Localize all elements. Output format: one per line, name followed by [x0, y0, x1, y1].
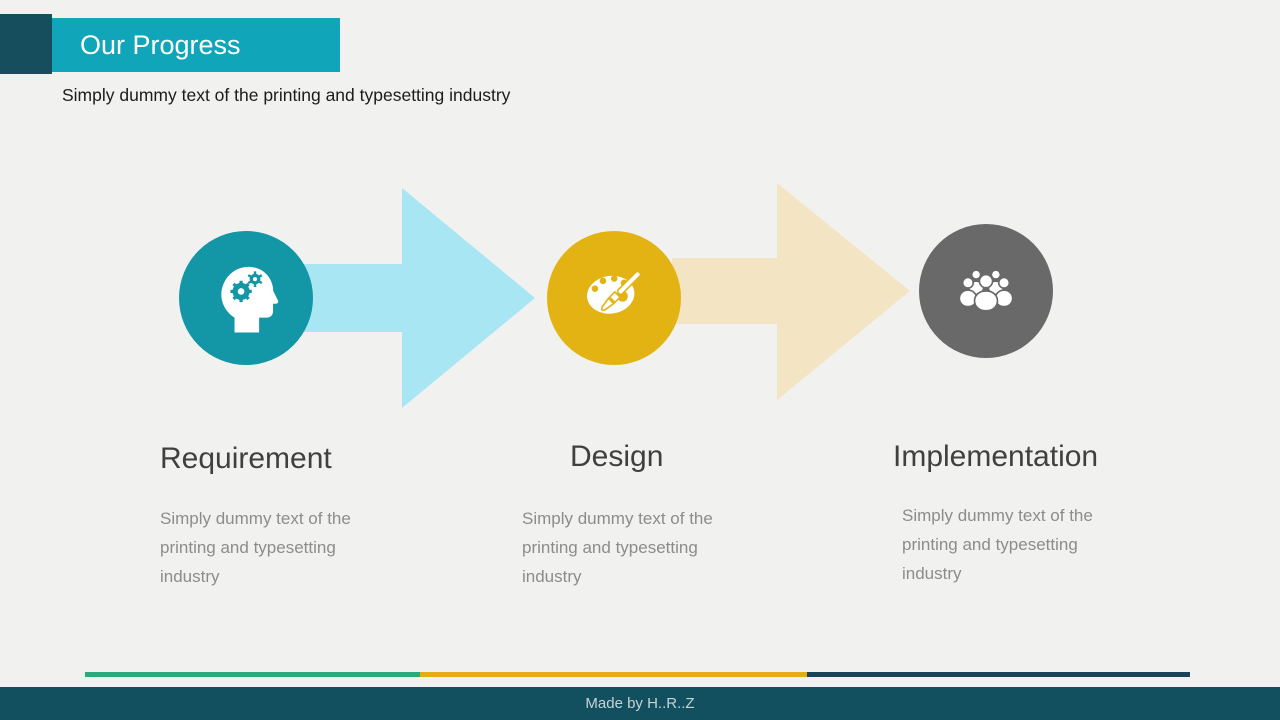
footer-bar: Made by H..R..Z	[0, 687, 1280, 720]
palette-brush-icon	[587, 270, 642, 314]
progress-bar-gold	[420, 672, 807, 677]
step-label-design: Design	[570, 440, 664, 473]
progress-bar-green	[85, 672, 420, 677]
flow-arrow-requirement-to-design	[300, 188, 535, 408]
step-label-requirement: Requirement	[160, 442, 332, 475]
head-gears-icon	[221, 266, 279, 333]
step-circle-implementation	[919, 224, 1053, 358]
step-circle-design	[547, 231, 681, 365]
page-title: Our Progress	[80, 29, 241, 60]
progress-bar-navy	[807, 672, 1190, 677]
step-description-requirement: Simply dummy text of the printing and ty…	[160, 509, 351, 586]
page-title-box: Our Progress	[52, 18, 340, 72]
step-description-design: Simply dummy text of the printing and ty…	[522, 509, 713, 586]
page-subtitle: Simply dummy text of the printing and ty…	[62, 85, 511, 105]
step-circle-requirement	[179, 231, 313, 365]
footer-credit: Made by H..R..Z	[585, 695, 695, 712]
people-group-icon	[958, 269, 1014, 312]
step-label-implementation: Implementation	[893, 440, 1099, 473]
flow-arrow-design-to-implementation	[672, 183, 910, 400]
step-description-implementation: Simply dummy text of the printing and ty…	[902, 506, 1093, 583]
title-accent-bar	[0, 14, 52, 74]
